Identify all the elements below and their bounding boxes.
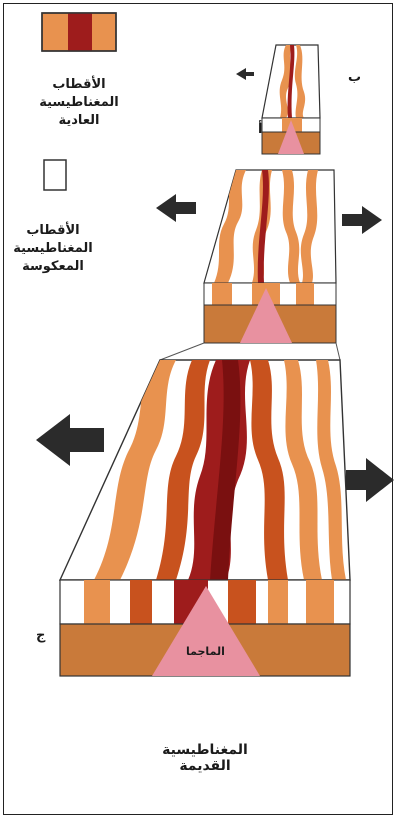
arrow-left-icon: [236, 68, 254, 80]
stage-c-block: [60, 360, 350, 676]
stage-label-b: ب: [348, 70, 361, 85]
arrow-right-icon: [342, 206, 382, 234]
stage-a-block: [262, 45, 320, 154]
legend-reversed-swatch: [44, 160, 66, 190]
legend-reversed-label: الأقطاب المغناطيسية المعكوسة: [8, 222, 98, 276]
diagram-caption: المغناطيسية القديمة: [150, 742, 260, 774]
connector-line: [336, 343, 340, 360]
arrow-left-icon: [156, 194, 196, 222]
magma-label: الماجما: [186, 645, 225, 658]
connector-line: [160, 343, 204, 360]
legend-normal-swatch: [42, 13, 116, 51]
stage-label-c: ج: [36, 628, 45, 643]
legend-normal-label: الأقطاب المغناطيسية العادية: [34, 76, 124, 130]
stage-b-block: [204, 170, 336, 343]
stage-label-a: أ: [258, 122, 262, 137]
arrow-left-icon: [36, 414, 104, 466]
arrow-right-icon: [346, 458, 394, 502]
